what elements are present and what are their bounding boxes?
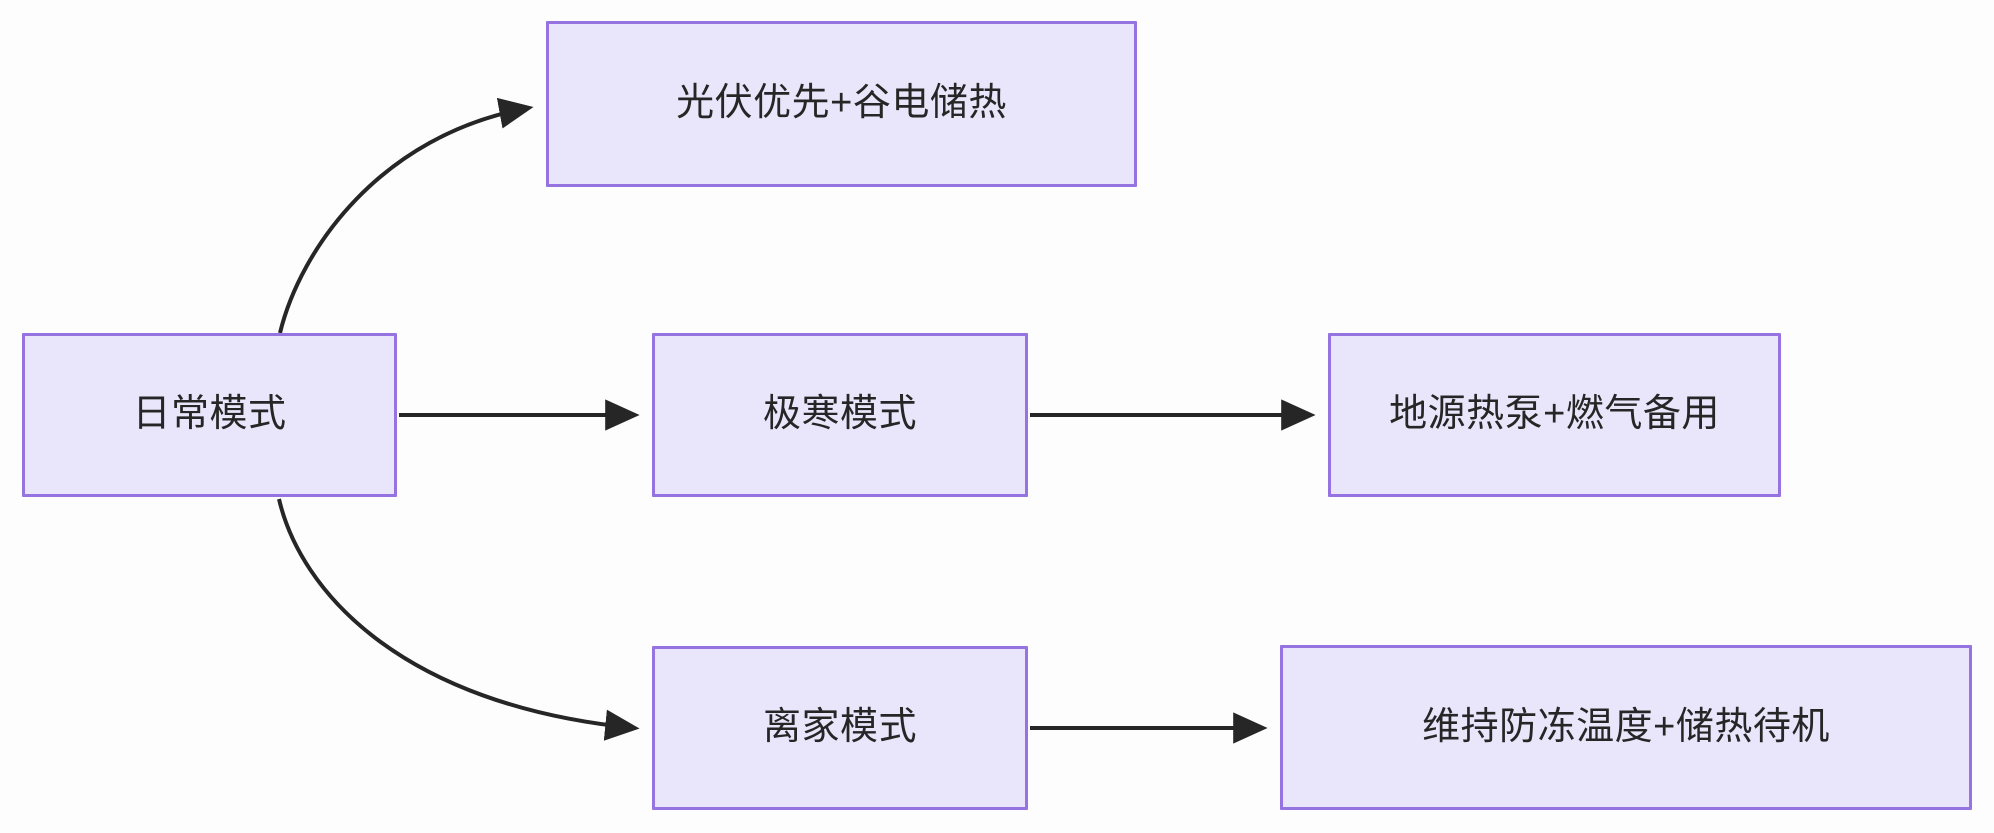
node-label-antifreeze-temp-storage-standby: 维持防冻温度+储热待机 bbox=[1422, 705, 1830, 748]
node-label-away-mode: 离家模式 bbox=[762, 706, 917, 749]
node-pv-priority-valley-storage[interactable]: 光伏优先+谷电储热 bbox=[546, 21, 1137, 187]
node-ground-source-heatpump-gas-backup[interactable]: 地源热泵+燃气备用 bbox=[1328, 333, 1781, 497]
node-away-mode[interactable]: 离家模式 bbox=[652, 646, 1028, 810]
node-daily-mode[interactable]: 日常模式 bbox=[22, 333, 397, 497]
node-label-extreme-cold-mode: 极寒模式 bbox=[762, 393, 917, 436]
edge-daily-to-pv bbox=[278, 97, 534, 334]
node-label-ground-source-heatpump-gas-backup: 地源热泵+燃气备用 bbox=[1389, 393, 1720, 436]
node-extreme-cold-mode[interactable]: 极寒模式 bbox=[652, 333, 1028, 497]
node-label-daily-mode: 日常模式 bbox=[132, 393, 287, 436]
node-label-pv-priority-valley-storage: 光伏优先+谷电储热 bbox=[676, 82, 1007, 125]
edge-daily-to-away bbox=[277, 498, 640, 741]
node-antifreeze-temp-storage-standby[interactable]: 维持防冻温度+储热待机 bbox=[1280, 645, 1972, 810]
